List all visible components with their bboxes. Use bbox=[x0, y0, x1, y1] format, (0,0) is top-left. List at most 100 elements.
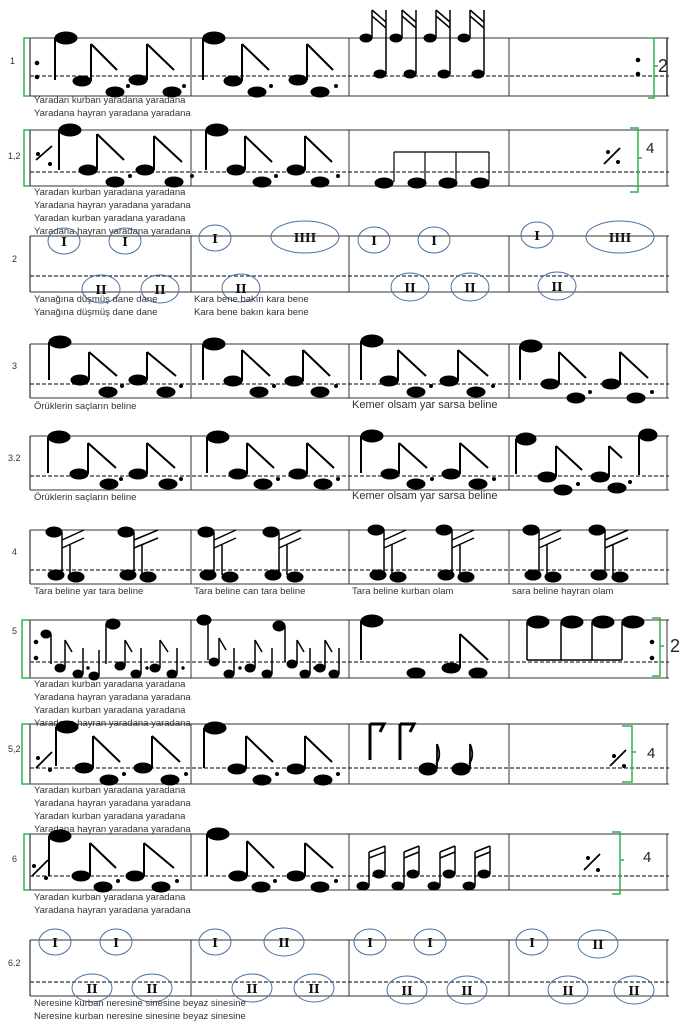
repeat-bracket-left bbox=[23, 129, 30, 187]
svg-text:I: I bbox=[427, 936, 433, 950]
lyric-line: Kara bene bakın kara bene bbox=[194, 294, 309, 305]
lyric-line: Örüklerin saçların beline bbox=[34, 401, 136, 412]
notes bbox=[31, 827, 601, 893]
lyric-line: Yaradan kurban yaradana yaradana bbox=[34, 95, 186, 106]
notes bbox=[45, 524, 629, 583]
row-label: 5,2 bbox=[8, 744, 21, 754]
lyric-line: Neresine kurban neresine sinesine beyaz … bbox=[34, 1011, 246, 1022]
lyric-line: sara beline hayran olam bbox=[512, 586, 613, 597]
svg-text:I: I bbox=[212, 936, 218, 950]
rhythm-marks: I I II II I II II II I I II II I II II I… bbox=[52, 936, 640, 998]
repeat-bracket-left bbox=[23, 833, 30, 891]
svg-text:IIII: IIII bbox=[294, 231, 317, 245]
row-3-2: 3.2 bbox=[8, 428, 669, 503]
lyric-line: Yanağına düşmüş dane dane bbox=[34, 294, 157, 305]
row-6: 6 bbox=[12, 827, 669, 916]
repeat-bracket-left bbox=[23, 37, 30, 97]
repeat-count: 2 bbox=[658, 56, 668, 76]
repeat-bracket-right bbox=[630, 127, 642, 193]
lyric-line: Tara beline yar tara beline bbox=[34, 586, 143, 597]
svg-text:I: I bbox=[367, 936, 373, 950]
rhythm-ovals bbox=[38, 927, 655, 1005]
lyric-line: Yaradana hayran yaradana yaradana bbox=[34, 905, 191, 916]
svg-text:II: II bbox=[146, 982, 158, 996]
lyric-line: Yaradan kurban yaradana yaradana bbox=[34, 187, 186, 198]
row-1: 1 bbox=[10, 9, 669, 119]
lyric-line: Örüklerin saçların beline bbox=[34, 492, 136, 503]
svg-text:I: I bbox=[113, 936, 119, 950]
lyric-line: Yaradana hayran yaradana yaradana bbox=[34, 798, 191, 809]
lyric-line: Yaradan kurban yaradana yaradana bbox=[34, 679, 186, 690]
lyric-line: Yaradana hayran yaradana yaradana bbox=[34, 824, 191, 835]
staff bbox=[29, 235, 669, 293]
notes bbox=[47, 428, 658, 496]
svg-text:I: I bbox=[61, 235, 67, 249]
svg-text:II: II bbox=[235, 282, 247, 296]
staff bbox=[29, 37, 669, 97]
lyric-line: Yaradan kurban yaradana yaradana bbox=[34, 892, 186, 903]
lyric-line: Kemer olsam yar sarsa beline bbox=[352, 399, 498, 411]
svg-text:II: II bbox=[278, 936, 290, 950]
lyric-line: Yaradana hayran yaradana yaradana bbox=[34, 200, 191, 211]
repeat-count: 4 bbox=[647, 745, 655, 762]
repeat-bracket-right bbox=[622, 725, 636, 783]
rhythm-marks: I I II II I IIII II I I II II I IIII II bbox=[61, 229, 631, 297]
row-label: 2 bbox=[12, 254, 17, 264]
repeat-bracket-right bbox=[612, 831, 624, 895]
lyric-line: Yaradan kurban yaradana yaradana bbox=[34, 705, 186, 716]
svg-text:II: II bbox=[308, 982, 320, 996]
row-label: 3 bbox=[12, 361, 17, 371]
svg-text:IIII: IIII bbox=[609, 231, 632, 245]
row-label: 1,2 bbox=[8, 151, 21, 161]
lyric-line: Yaradan kurban yaradana yaradana bbox=[34, 213, 186, 224]
lyric-line: Yaradan kurban yaradana yaradana bbox=[34, 785, 186, 796]
svg-text:I: I bbox=[534, 229, 540, 243]
svg-text:II: II bbox=[154, 283, 166, 297]
lyric-line: Yaradana hayran yaradana yaradana bbox=[34, 108, 191, 119]
svg-text:II: II bbox=[592, 938, 604, 952]
repeat-count: 4 bbox=[646, 140, 654, 157]
notes bbox=[35, 720, 627, 786]
row-label: 3.2 bbox=[8, 453, 21, 463]
staff bbox=[29, 529, 669, 585]
repeat-count: 4 bbox=[643, 849, 651, 866]
svg-text:I: I bbox=[529, 936, 535, 950]
staff bbox=[29, 833, 669, 891]
staff bbox=[29, 619, 669, 679]
lyric-line: Kemer olsam yar sarsa beline bbox=[352, 490, 498, 502]
row-3: 3 bbox=[12, 334, 669, 412]
row-label: 4 bbox=[12, 547, 17, 557]
svg-text:II: II bbox=[461, 984, 473, 998]
notes bbox=[48, 334, 654, 404]
staff bbox=[29, 939, 669, 997]
svg-text:I: I bbox=[371, 234, 377, 248]
row-4: 4 bbox=[12, 524, 669, 597]
svg-text:II: II bbox=[562, 984, 574, 998]
svg-text:II: II bbox=[401, 984, 413, 998]
row-5: 5 bbox=[12, 614, 680, 729]
row-2: 2 I I II II I IIII II bbox=[12, 220, 669, 318]
row-1-2: 1,2 bbox=[8, 123, 669, 237]
repeat-bracket-left bbox=[21, 619, 30, 679]
lyric-line: Kara bene bakın kara bene bbox=[194, 307, 309, 318]
lyric-line: Yaradana hayran yaradana yaradana bbox=[34, 226, 191, 237]
notes bbox=[35, 123, 621, 189]
notes bbox=[34, 9, 641, 98]
svg-text:II: II bbox=[246, 982, 258, 996]
row-label: 6 bbox=[12, 854, 17, 864]
svg-text:II: II bbox=[95, 283, 107, 297]
svg-text:II: II bbox=[551, 280, 563, 294]
row-5-2: 5,2 bbox=[8, 720, 669, 835]
notes bbox=[33, 614, 655, 681]
row-label: 5 bbox=[12, 626, 17, 636]
svg-text:II: II bbox=[464, 281, 476, 295]
staff bbox=[29, 129, 669, 187]
staff bbox=[29, 343, 669, 399]
row-label: 6.2 bbox=[8, 958, 21, 968]
svg-text:I: I bbox=[431, 234, 437, 248]
svg-text:II: II bbox=[86, 982, 98, 996]
lyric-line: Tara beline kurban olam bbox=[352, 586, 453, 597]
repeat-bracket-left bbox=[21, 723, 30, 785]
lyric-line: Yanağına düşmüş dane dane bbox=[34, 307, 157, 318]
